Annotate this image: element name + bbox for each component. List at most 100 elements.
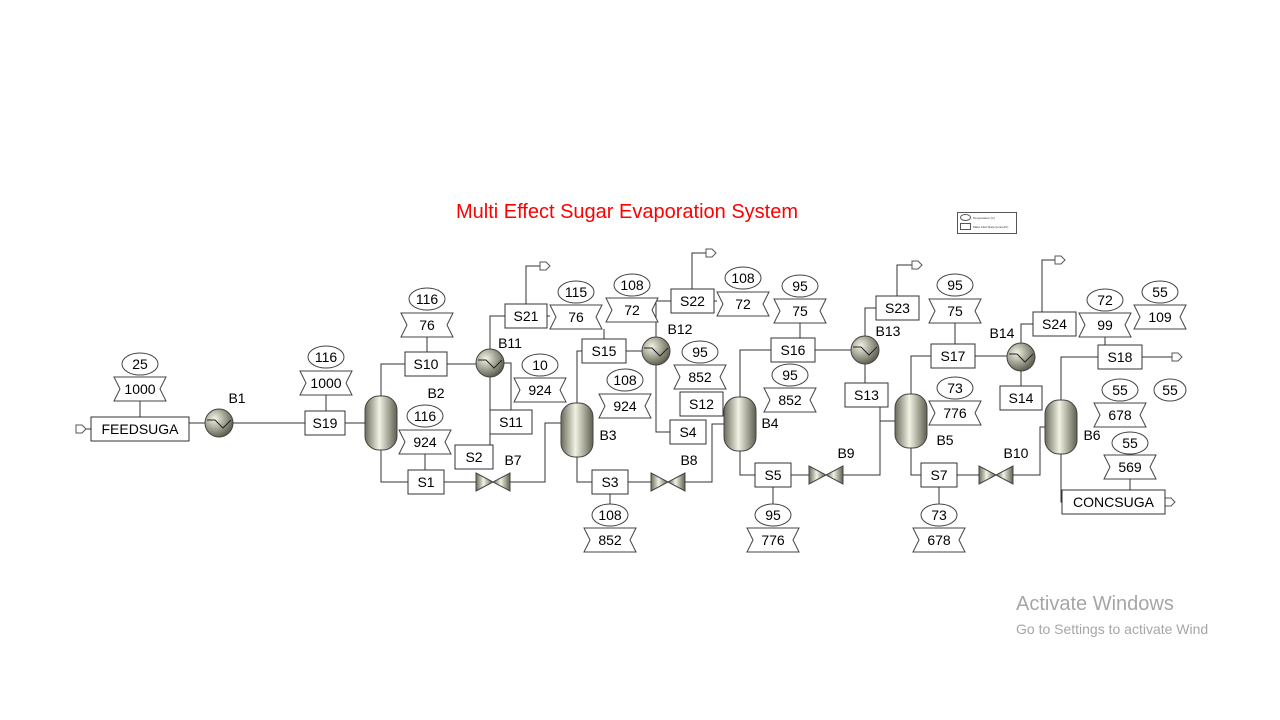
stream-line[interactable] [489,315,505,349]
stream-s11[interactable]: S11 [489,409,533,435]
temperature-oval [936,273,974,297]
stream-line[interactable] [655,365,670,433]
stream-s18[interactable]: S18 [1097,344,1143,370]
stream-s21[interactable]: S21 [504,303,548,329]
temperature-oval [1153,378,1187,402]
block-b7[interactable]: B7 [475,452,522,492]
stream-line[interactable] [1041,259,1055,312]
stream-line[interactable] [1020,323,1033,343]
temperature-value: 115 [565,284,588,300]
block-b6[interactable]: B6 [1044,399,1101,455]
stream-line[interactable] [510,422,561,483]
block-b5[interactable]: B5 [894,393,954,449]
block-label: B3 [599,427,616,443]
stream-s7[interactable]: S7 [920,462,958,488]
block-b13[interactable]: B13 [850,323,901,365]
block-b3[interactable]: B3 [560,402,617,458]
stream-id-label: S23 [885,300,910,316]
mass-flow-hourglass [583,527,637,553]
stream-s23[interactable]: S23 [875,295,920,321]
block-b12[interactable]: B12 [641,321,693,366]
block-b1[interactable]: B1 [204,390,246,438]
stream-s15[interactable]: S15 [581,338,627,364]
block-b8[interactable]: B8 [650,452,698,492]
stream-line[interactable] [685,423,724,483]
stream-line[interactable] [691,252,706,289]
port-arrow-icon [539,261,551,271]
heat-exchanger-icon [641,336,671,366]
block-label: B5 [936,432,953,448]
temperature-oval [557,280,595,304]
stream-line[interactable] [1013,426,1045,476]
flash-vessel-icon [364,395,398,451]
mass-flow-hourglass [716,291,770,317]
stream-id-box [1061,489,1166,515]
stream-s13[interactable]: S13 [844,382,889,408]
stream-s2[interactable]: S2 [454,444,494,470]
mass-flow-hourglass [598,393,652,419]
stream-id-label: S4 [679,424,696,440]
stream-s10[interactable]: S10 [404,351,448,377]
stream-s16[interactable]: S16 [770,337,816,363]
stream-line[interactable] [896,264,912,296]
stream-s24[interactable]: S24 [1032,311,1077,337]
stream-line[interactable] [525,265,540,304]
stream-s14[interactable]: S14 [999,385,1043,411]
temperature-oval [754,503,792,527]
stream-line[interactable] [843,407,881,476]
stream-s17[interactable]: S17 [930,343,976,369]
block-b2[interactable]: B2 [364,385,445,451]
stream-id-label: S10 [414,356,439,372]
flash-vessel-icon [723,396,757,452]
block-b10[interactable]: B10 [978,445,1029,485]
stream-id-box [679,391,724,417]
block-b14[interactable]: B14 [990,325,1036,372]
stream-concsuga[interactable]: CONCSUGA [1061,489,1166,515]
block-b4[interactable]: B4 [723,396,779,452]
mass-flow-hourglass [673,364,727,390]
temperature-value: 95 [692,344,708,360]
temperature-oval [724,266,762,290]
stream-s4[interactable]: S4 [669,419,707,445]
stream-s1[interactable]: S1 [407,469,445,495]
temperature-value: 108 [731,270,755,286]
stream-s12[interactable]: S12 [679,391,724,417]
stream-line[interactable] [864,307,876,336]
mass-flow-hourglass [549,304,603,330]
temperature-oval [1101,378,1139,402]
mass-flow-value: 72 [735,296,751,312]
block-b11[interactable]: B11 [475,335,522,378]
temperature-value: 10 [532,357,548,373]
stream-id-label: S22 [680,293,705,309]
stream-id-label: S12 [689,396,714,412]
stream-id-label: S19 [313,415,338,431]
mass-flow-value: 852 [598,532,622,548]
stream-s5[interactable]: S5 [754,462,792,488]
stream-id-label: S11 [499,414,523,430]
stream-s3[interactable]: S3 [591,469,629,495]
mass-flow-value: 924 [528,382,552,398]
heat-exchanger-icon [850,335,880,365]
stream-s19[interactable]: S19 [304,410,346,436]
stream-s22[interactable]: S22 [670,288,715,314]
temperature-value: 55 [1112,382,1128,398]
stream-line[interactable] [504,362,512,410]
valve-icon [650,472,670,492]
port-arrow-icon [1164,497,1176,507]
temperature-legend-icon [960,214,971,221]
mass-flow-value: 924 [613,398,637,414]
mass-flow-hourglass [928,298,982,324]
stream-feedsuga[interactable]: FEEDSUGA [90,416,190,442]
mass-flow-hourglass [400,312,454,338]
mass-flow-value: 678 [927,532,951,548]
block-b9[interactable]: B9 [808,445,855,485]
stream-id-label: S7 [930,467,947,483]
stream-id-label: S24 [1042,316,1067,332]
block-label: B9 [837,445,854,461]
mass-flow-hourglass [113,376,167,402]
